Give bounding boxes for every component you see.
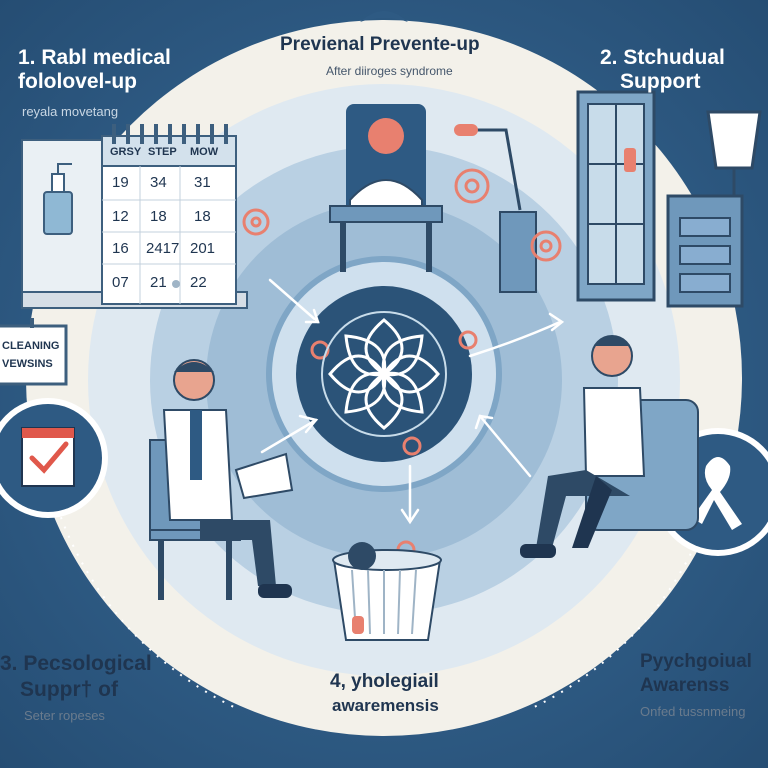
calendar-cell: 16 <box>112 240 129 257</box>
step-1-heading: 1. Rabl medical <box>18 46 171 69</box>
calendar-cell: 22 <box>190 274 207 291</box>
calendar-icon <box>101 124 237 305</box>
calendar-cell: 12 <box>112 208 129 225</box>
lamp-stand <box>454 124 537 293</box>
calendar-cell: 21 <box>150 274 167 291</box>
basket-icon <box>332 542 442 641</box>
calendar-cell: 31 <box>194 174 211 191</box>
calendar-cell: 18 <box>194 208 211 225</box>
step-5-heading: Pyychgoiual <box>640 651 752 672</box>
step-2-heading: 2. Stchudual <box>600 46 725 69</box>
seated-doctor-figure <box>149 359 294 600</box>
step-3-heading: 3. Pecsological <box>0 652 152 675</box>
calendar-header-1: GRSY <box>110 146 142 158</box>
sign-line-1: CLEANING <box>2 340 60 352</box>
step-3-sub: Seter ropeses <box>24 708 105 723</box>
step-2-heading-line2: Support <box>620 70 701 93</box>
calendar-cell: 201 <box>190 240 216 257</box>
step-3-heading-line2: Suppr† of <box>20 678 118 701</box>
calendar-header-2: STEP <box>148 146 177 158</box>
title-sub: After diiroges syndrome <box>326 64 453 78</box>
calendar-cell: 18 <box>150 208 167 225</box>
step-5-heading-line2: Awarenss <box>640 675 730 696</box>
calendar-header-3: MOW <box>190 146 219 158</box>
lotus-icon <box>321 311 447 437</box>
doctor-figure <box>329 104 443 272</box>
door-cabinet <box>576 90 762 308</box>
step-1-sub: reyala movetang <box>22 104 119 119</box>
step-1-heading-line2: fololovel-up <box>18 70 137 93</box>
step-5-sub: Onfed tussnmeing <box>640 704 746 719</box>
calendar-cell: 19 <box>112 174 129 191</box>
title-main: Previenal Prevente-up <box>280 34 480 55</box>
step-4-heading-line2: awaremensis <box>332 696 439 715</box>
sign-line-2: VEWSINS <box>2 358 53 370</box>
flower-icons <box>242 168 562 560</box>
calendar-cell: 07 <box>112 274 129 291</box>
calendar-cell: 34 <box>150 174 167 191</box>
patient-figure <box>520 335 699 558</box>
checklist-icon <box>0 398 108 518</box>
step-4-heading: 4, yholegiail <box>330 671 439 692</box>
cleaning-sign <box>0 318 68 386</box>
flow-arrows <box>260 278 565 525</box>
calendar-cell: 2417 <box>146 240 180 257</box>
